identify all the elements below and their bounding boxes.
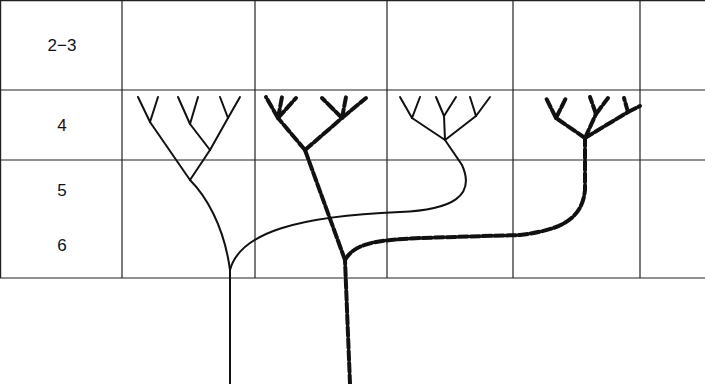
row-label: 5 <box>57 182 66 199</box>
row-label: 2−3 <box>48 37 77 54</box>
solid-lineage <box>138 97 490 384</box>
row-label: 4 <box>57 117 66 134</box>
table-grid <box>0 0 705 278</box>
dashed-lineage <box>266 97 640 384</box>
row-label: 6 <box>57 237 66 254</box>
